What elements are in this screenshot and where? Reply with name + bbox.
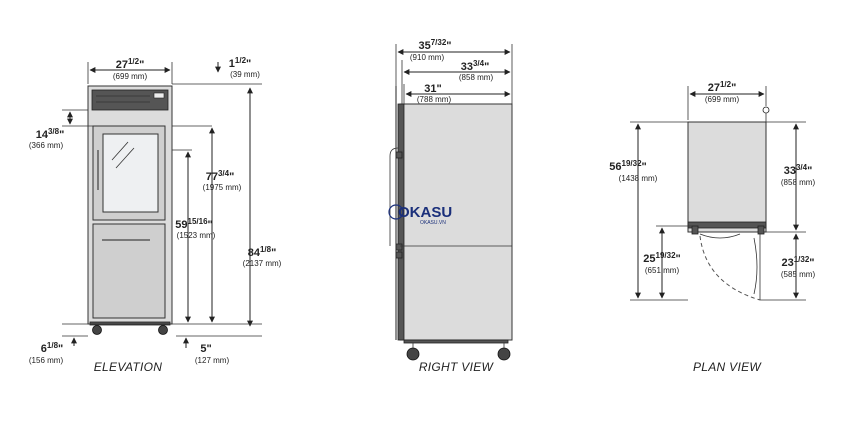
elevation-bottom-left-mm: (156 mm) — [29, 356, 64, 365]
plan-cab-depth-label: 333/4" — [784, 163, 813, 178]
elevation-bottom-right-label: 5" — [200, 343, 211, 355]
watermark-sub: OKASU.VN — [420, 220, 446, 226]
elevation-door-top-label: 143/8" — [36, 127, 65, 142]
plan-width-mm: (699 mm) — [705, 95, 740, 104]
elevation-caption: ELEVATION — [94, 360, 163, 374]
elevation-door-top-mm: (366 mm) — [29, 141, 64, 150]
elevation-view: 271/2" (699 mm) 11/2" (39 mm) 143/8" (36… — [29, 56, 282, 375]
right-depth-910-label: 357/32" — [418, 38, 451, 53]
elevation-glass-window — [102, 133, 159, 213]
elevation-height-1975-label: 773/4" — [206, 169, 235, 184]
right-depth-788-mm: (788 mm) — [417, 95, 452, 104]
elevation-top-gap-mm: (39 mm) — [230, 70, 260, 79]
elevation-height-1523-label: 5915/16" — [175, 217, 213, 232]
watermark-brand: OKASU — [398, 204, 452, 221]
elevation-width-mm: (699 mm) — [113, 72, 148, 81]
elevation-total-height-mm: (2137 mm) — [243, 259, 282, 268]
okasu-watermark-logo: OKASU OKASU.VN — [388, 204, 452, 226]
elevation-height-1975-mm: (1975 mm) — [203, 183, 242, 192]
elevation-top-gap-label: 11/2" — [229, 56, 251, 71]
plan-swing-right-mm: (585 mm) — [781, 270, 816, 279]
plan-cab-depth-mm: (858 mm) — [781, 178, 816, 187]
right-view-caption: RIGHT VIEW — [419, 360, 495, 374]
elevation-width-label: 271/2" — [116, 57, 145, 72]
right-depth-910-mm: (910 mm) — [410, 53, 445, 62]
elevation-bottom-right-mm: (127 mm) — [195, 356, 230, 365]
right-depth-788-label: 31" — [424, 83, 441, 95]
plan-swing-left-mm: (651 mm) — [645, 266, 680, 275]
plan-width-label: 271/2" — [708, 80, 737, 95]
plan-cabinet — [687, 106, 770, 301]
plan-total-depth-label: 5619/32" — [609, 159, 647, 174]
elevation-cabinet — [87, 85, 173, 335]
right-view: OKASU OKASU.VN 357/32" (910 mm) 333/4" (… — [388, 38, 513, 374]
plan-view-caption: PLAN VIEW — [693, 360, 762, 374]
plan-view: 271/2" (699 mm) 5619/32" (1438 mm) 2519/… — [609, 80, 815, 375]
plan-total-depth-mm: (1438 mm) — [619, 174, 658, 183]
elevation-lower-door — [92, 223, 166, 319]
elevation-bottom-left-label: 61/8" — [41, 341, 63, 356]
right-cabinet — [389, 86, 513, 361]
plan-swing-left-label: 2519/32" — [643, 251, 681, 266]
plan-swing-right-label: 231/32" — [781, 255, 814, 270]
right-depth-858-label: 333/4" — [461, 59, 490, 74]
elevation-height-1523-mm: (1523 mm) — [177, 231, 216, 240]
right-depth-858-mm: (858 mm) — [459, 73, 494, 82]
elevation-total-height-label: 841/8" — [248, 245, 277, 260]
